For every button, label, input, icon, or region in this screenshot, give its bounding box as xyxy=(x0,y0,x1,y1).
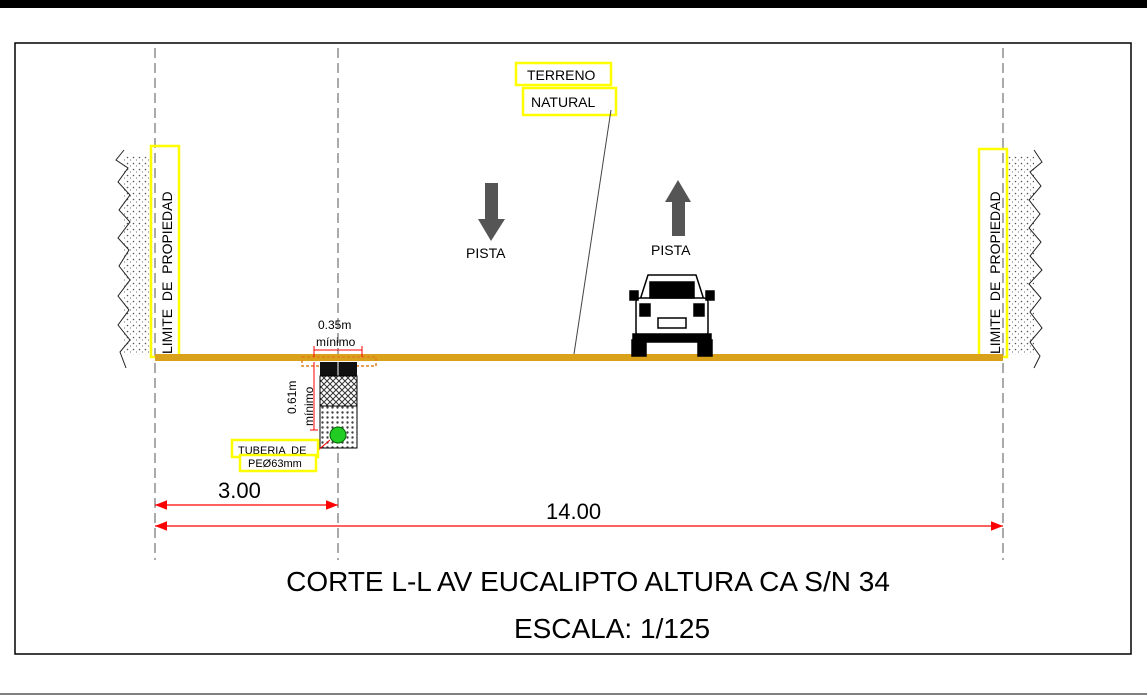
trench-fill xyxy=(319,375,358,407)
up-arrow-icon xyxy=(665,180,691,202)
terrain-leader-line xyxy=(573,109,612,355)
trench-depth-value: 0.61m xyxy=(285,381,299,414)
car-rear-view-icon xyxy=(629,274,715,357)
trench-width-value: 0.35m xyxy=(318,318,351,332)
dimension-total: 14.00 xyxy=(155,499,1003,531)
pipe-icon xyxy=(329,426,347,444)
dimension-total-value: 14.00 xyxy=(546,499,601,524)
drawing-scale: ESCALA: 1/125 xyxy=(514,613,710,644)
trench-width-annotation: 0.35m mínimo xyxy=(313,318,363,357)
lane-left-group: PISTA xyxy=(466,183,506,261)
property-limit-label-right: LIMITE DE PROPIEDAD xyxy=(977,147,1009,359)
lane-right-group: PISTA xyxy=(651,180,691,258)
trench xyxy=(301,356,377,449)
lane-right-label: PISTA xyxy=(651,242,691,258)
dimension-left-value: 3.00 xyxy=(218,478,261,503)
terrain-label: TERRENO NATURAL xyxy=(514,61,618,355)
road-surface xyxy=(155,354,1003,361)
down-arrow-icon xyxy=(478,219,505,241)
lane-left-label: PISTA xyxy=(466,245,506,261)
dimension-left: 3.00 xyxy=(155,478,338,510)
trench-width-note: mínimo xyxy=(316,335,356,349)
property-wall-right xyxy=(1006,149,1043,369)
down-arrow-shaft xyxy=(485,183,498,221)
drawing-title: CORTE L-L AV EUCALIPTO ALTURA CA S/N 34 xyxy=(286,566,890,597)
terrain-label-line2: NATURAL xyxy=(531,94,596,110)
terrain-label-line1: TERRENO xyxy=(527,67,596,83)
property-limit-text-right: LIMITE DE PROPIEDAD xyxy=(987,191,1003,354)
pipe-label: TUBERIA DE PEØ63mm xyxy=(230,438,331,473)
trench-depth-note: mínimo xyxy=(302,386,316,426)
trench-depth-annotation: 0.61m mínimo xyxy=(285,362,318,431)
up-arrow-shaft xyxy=(672,200,685,236)
pipe-label-line2: PEØ63mm xyxy=(248,458,302,470)
property-limit-text-left: LIMITE DE PROPIEDAD xyxy=(159,191,175,354)
drawing-frame xyxy=(14,42,1132,655)
top-bar xyxy=(0,0,1147,8)
property-wall-left xyxy=(115,149,154,369)
